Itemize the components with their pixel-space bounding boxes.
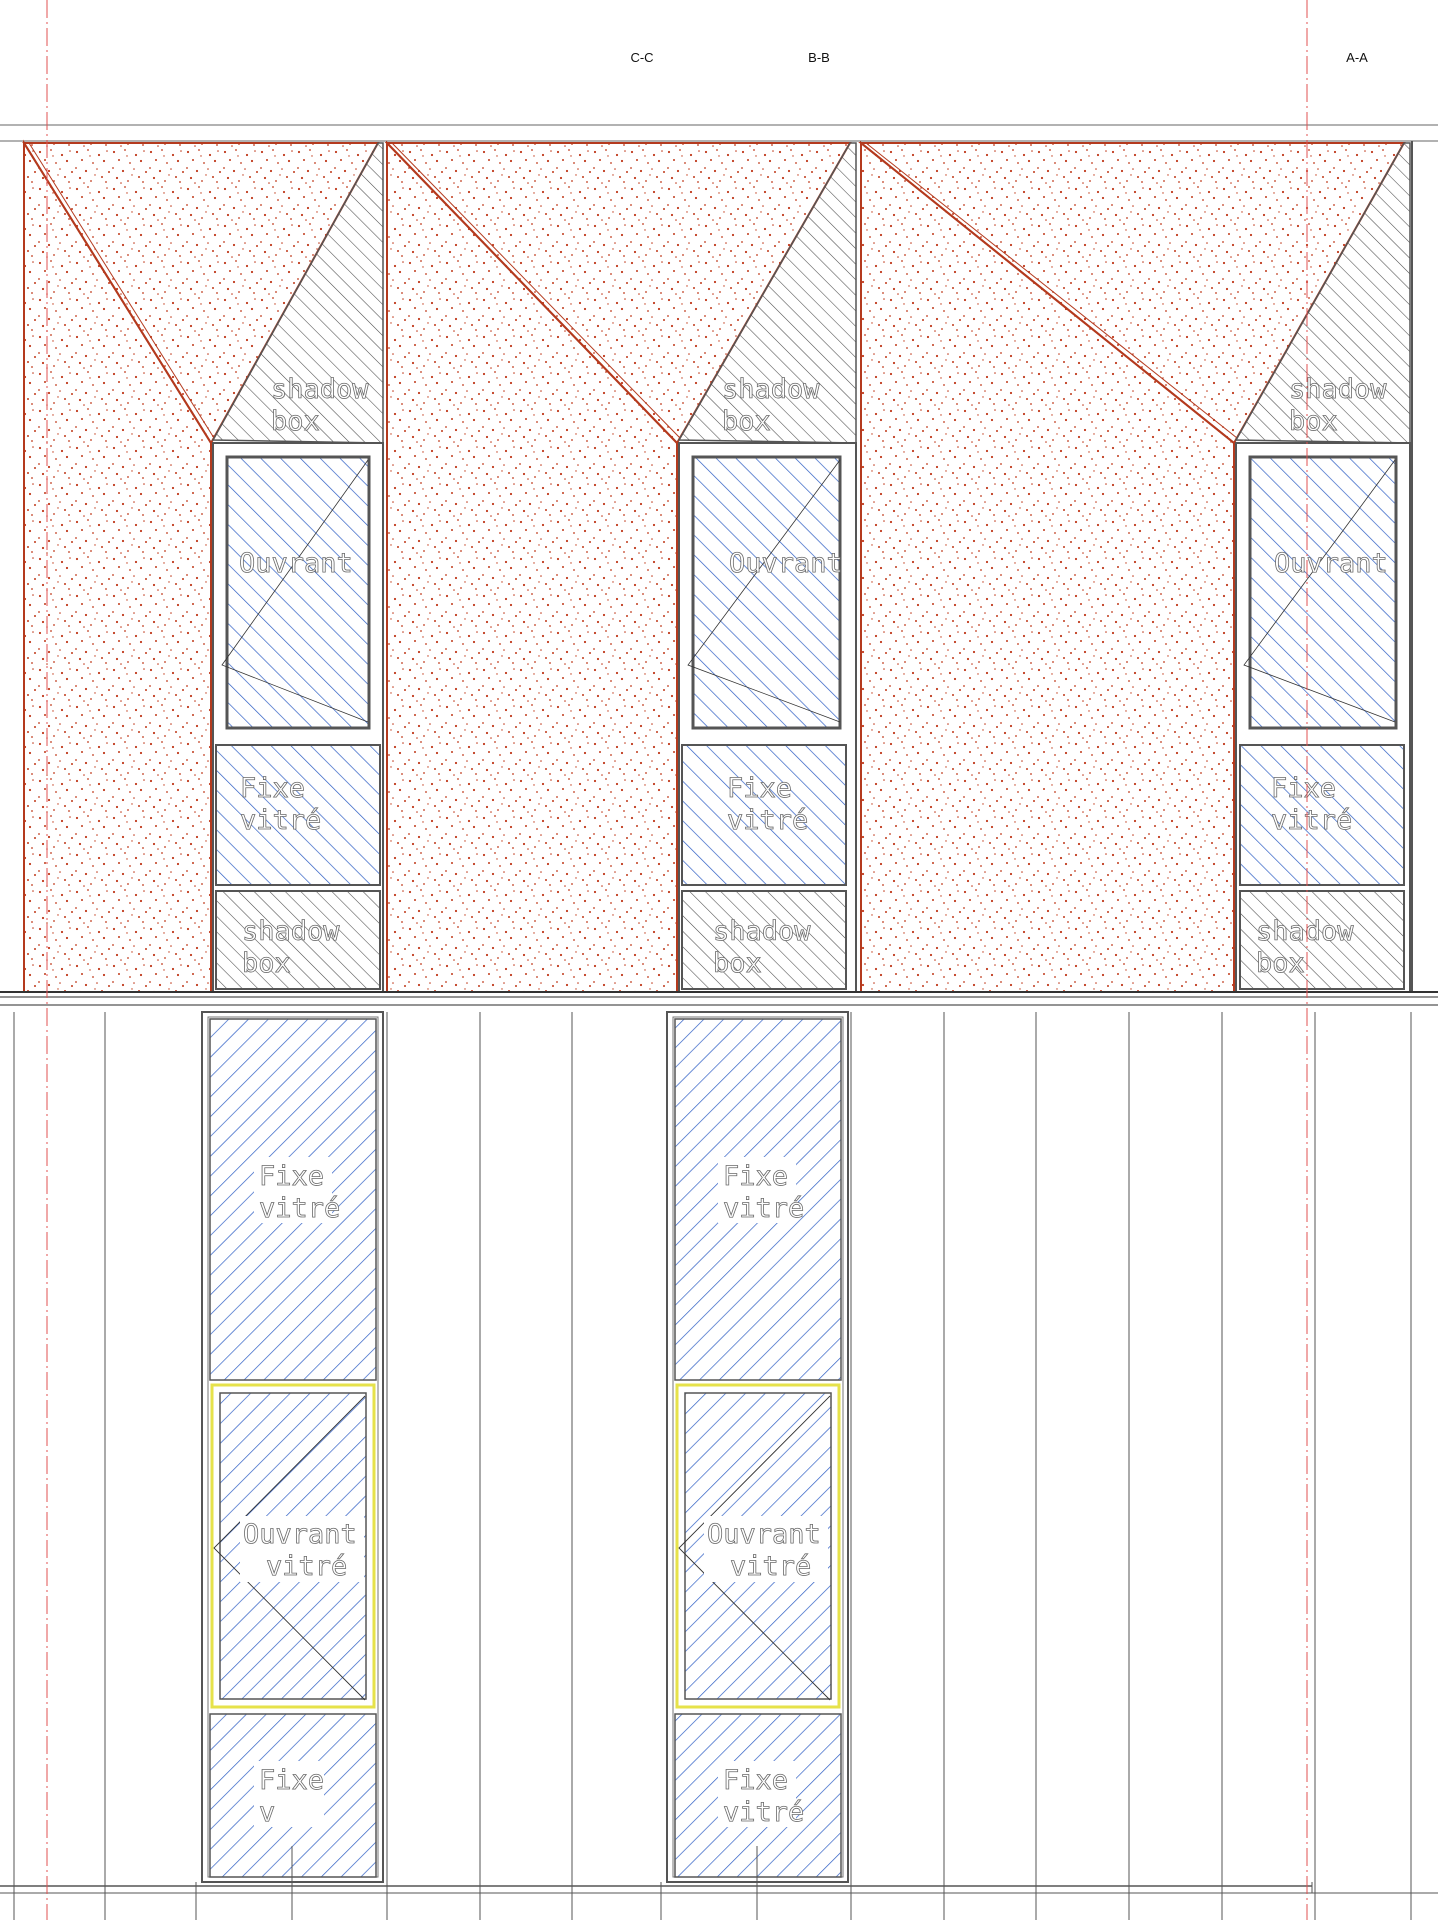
window-bay-2	[677, 142, 857, 993]
window-bay-3	[1234, 142, 1411, 993]
label-lower-ouvrant-1a: Ouvrant	[243, 1519, 357, 1550]
label-lower-fixe-2b: vitré	[723, 1193, 804, 1224]
label-bg	[704, 1516, 828, 1582]
shadow-box-bottom	[1239, 890, 1405, 990]
label-lower-fixe-bottom-2b: vitré	[723, 1797, 804, 1828]
label-lower-fixe-bottom-2a: Fixe	[723, 1765, 788, 1796]
label-shadow-bottom-3a: shadow	[1256, 916, 1354, 947]
label-shadow-2b: box	[722, 406, 771, 437]
label-lower-fixe-2a: Fixe	[723, 1161, 788, 1192]
section-cut-lines	[46, 0, 1308, 1920]
ouvrant-panel	[691, 455, 842, 730]
label-bg	[240, 1516, 364, 1582]
cladding-panel-3	[858, 140, 1406, 993]
section-label-a: A-A	[1346, 50, 1368, 65]
window-bay-1	[211, 142, 384, 993]
label-lower-fixe-1b: vitré	[259, 1193, 340, 1224]
label-fixe-2a: Fixe	[727, 773, 792, 804]
ouvrant-frame-highlight	[675, 1383, 841, 1709]
ouvrant-frame-highlight	[210, 1383, 376, 1709]
label-fixe-3a: Fixe	[1271, 773, 1336, 804]
label-fixe-2b: vitré	[727, 805, 808, 836]
lower-window-bay-1	[201, 1011, 384, 1883]
section-label-c: C-C	[630, 50, 653, 65]
label-shadow-2a: shadow	[722, 374, 820, 405]
label-lower-ouvrant-2b: vitré	[730, 1551, 811, 1582]
label-shadow-bottom-1a: shadow	[242, 916, 340, 947]
label-shadow-bottom-2b: box	[713, 948, 762, 979]
label-shadow-bottom-1b: box	[242, 948, 291, 979]
cladding-panel-1	[22, 139, 380, 993]
ouvrant-panel	[1248, 455, 1398, 730]
shadow-box-bottom	[681, 890, 847, 990]
shadow-box-bottom	[215, 890, 381, 990]
label-lower-fixe-1a: Fixe	[259, 1161, 324, 1192]
label-fixe-1b: vitré	[240, 805, 321, 836]
vertical-siding	[13, 1012, 1412, 1920]
label-shadow-3b: box	[1289, 406, 1338, 437]
label-fixe-1a: Fixe	[240, 773, 305, 804]
label-fixe-3b: vitré	[1271, 805, 1352, 836]
label-ouvrant-2: Ouvrant	[729, 548, 843, 579]
label-bg	[254, 1157, 332, 1223]
label-ouvrant-1: Ouvrant	[239, 548, 353, 579]
fixe-panel	[681, 744, 847, 886]
label-bg	[718, 1761, 796, 1827]
label-lower-ouvrant-1b: vitré	[266, 1551, 347, 1582]
label-lower-ouvrant-2a: Ouvrant	[707, 1519, 821, 1550]
label-lower-fixe-bottom-1b: v	[259, 1797, 275, 1828]
label-bg	[254, 1761, 324, 1827]
label-shadow-bottom-3b: box	[1256, 948, 1305, 979]
fixe-panel	[215, 744, 381, 886]
fixe-panel	[1239, 744, 1405, 886]
label-bg	[718, 1157, 796, 1223]
label-shadow-1b: box	[271, 406, 320, 437]
label-shadow-bottom-2a: shadow	[713, 916, 811, 947]
lower-window-bay-2	[666, 1011, 849, 1883]
label-shadow-1a: shadow	[271, 374, 369, 405]
section-label-b: B-B	[808, 50, 830, 65]
label-shadow-3a: shadow	[1289, 374, 1387, 405]
ouvrant-panel	[225, 455, 371, 730]
label-lower-fixe-bottom-1a: Fixe	[259, 1765, 324, 1796]
label-ouvrant-3: Ouvrant	[1274, 548, 1388, 579]
